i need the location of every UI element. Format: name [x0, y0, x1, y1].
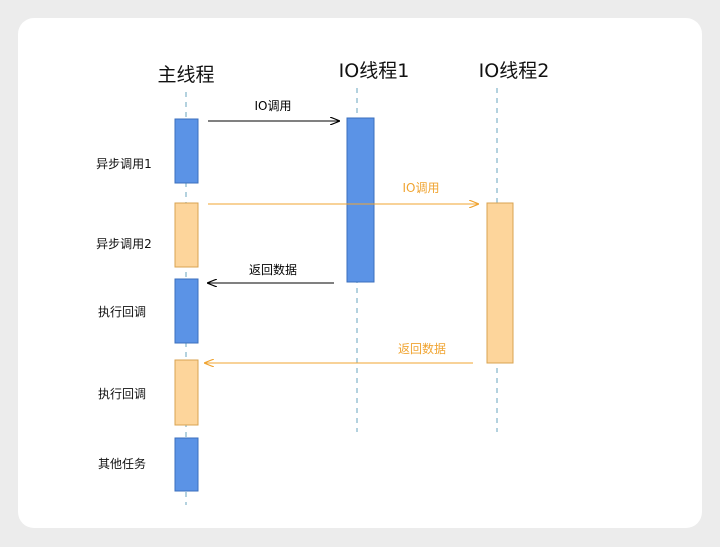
activation-main-async-1 [174, 118, 199, 184]
message-return-data-2: 返回数据 [398, 341, 446, 356]
message-return-data-1: 返回数据 [249, 262, 297, 277]
participant-main-thread: 主线程 [157, 64, 214, 86]
activation-main-other-tasks [174, 437, 199, 492]
participant-io-thread-2: IO线程2 [479, 60, 550, 82]
side-label-run-callback-2: 执行回调 [98, 387, 146, 401]
activation-io-2 [486, 202, 514, 364]
side-label-run-callback-1: 执行回调 [98, 305, 146, 319]
message-io-call-2: IO调用 [403, 181, 440, 195]
side-label-async-call-2: 异步调用2 [96, 237, 152, 251]
activation-main-callback-1 [174, 278, 199, 344]
activation-main-callback-2 [174, 359, 199, 426]
message-io-call-1: IO调用 [255, 99, 292, 113]
participant-io-thread-1: IO线程1 [339, 60, 410, 82]
activation-io-1 [346, 117, 375, 283]
side-label-other-tasks: 其他任务 [98, 456, 146, 471]
activation-main-async-2 [174, 202, 199, 268]
side-label-async-call-1: 异步调用1 [96, 157, 152, 171]
